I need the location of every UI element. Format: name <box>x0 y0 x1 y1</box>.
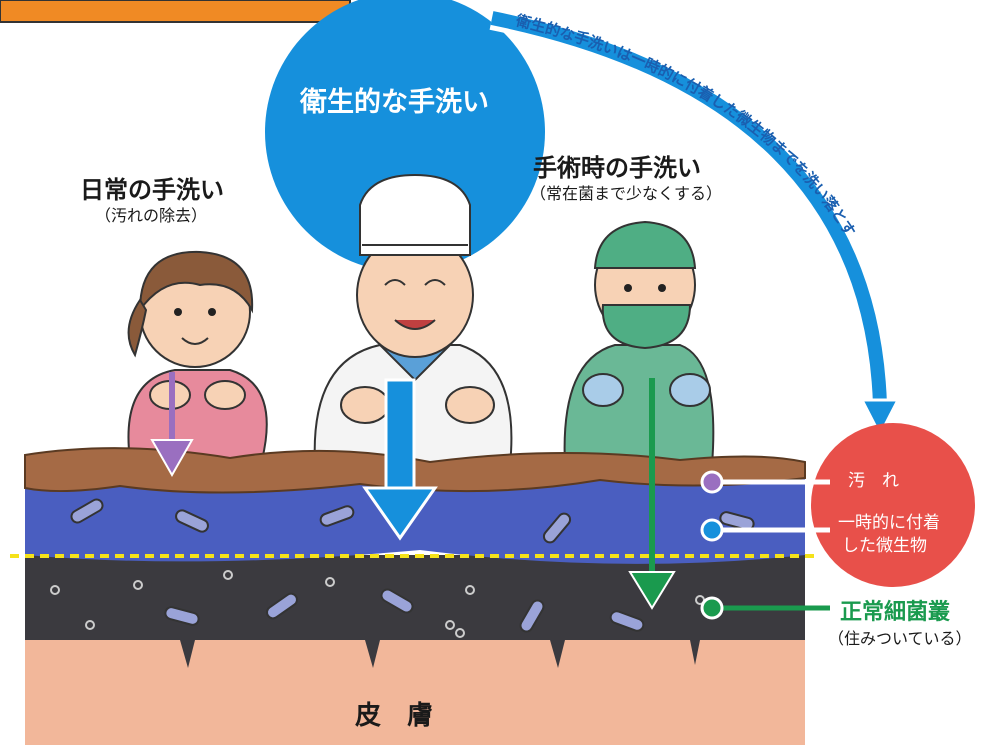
resident-pointer <box>700 596 830 620</box>
arc-arrow-inner <box>490 11 887 406</box>
arc-arrow-head <box>859 398 901 439</box>
skin-layer <box>25 625 805 745</box>
hygienic-arrow <box>362 378 438 541</box>
transient-label-line2: した微生物 <box>842 536 927 556</box>
girl-figure <box>127 250 268 461</box>
resident-layer <box>25 555 805 668</box>
surgical-label: 手術時の手洗い <box>533 154 701 182</box>
daily-label: 日常の手洗い <box>80 176 224 204</box>
red-circle <box>811 423 975 587</box>
surgical-arrow <box>628 378 676 610</box>
bacteria-icon <box>70 498 755 633</box>
hygienic-label: 衛生的な手洗い <box>300 87 489 118</box>
daily-sub-label: （汚れの除去） <box>95 206 208 225</box>
surgical-sub-label: （常在菌まで少なくする） <box>530 184 723 203</box>
daily-arrow <box>150 372 194 478</box>
skin-label: 皮 膚 <box>355 701 434 731</box>
resident-sub-label: （住みついている） <box>828 629 972 648</box>
dirt-pointer <box>700 470 830 494</box>
hygienic-circle <box>265 0 545 272</box>
transient-label-line1: 一時的に付着 <box>838 513 940 533</box>
transient-pointer <box>700 518 830 542</box>
spore-dots <box>50 570 705 638</box>
header-bar <box>0 0 351 23</box>
dirt-label: 汚 れ <box>848 471 899 491</box>
surgeon-figure <box>563 220 715 466</box>
resident-label: 正常細菌叢 <box>840 600 951 625</box>
